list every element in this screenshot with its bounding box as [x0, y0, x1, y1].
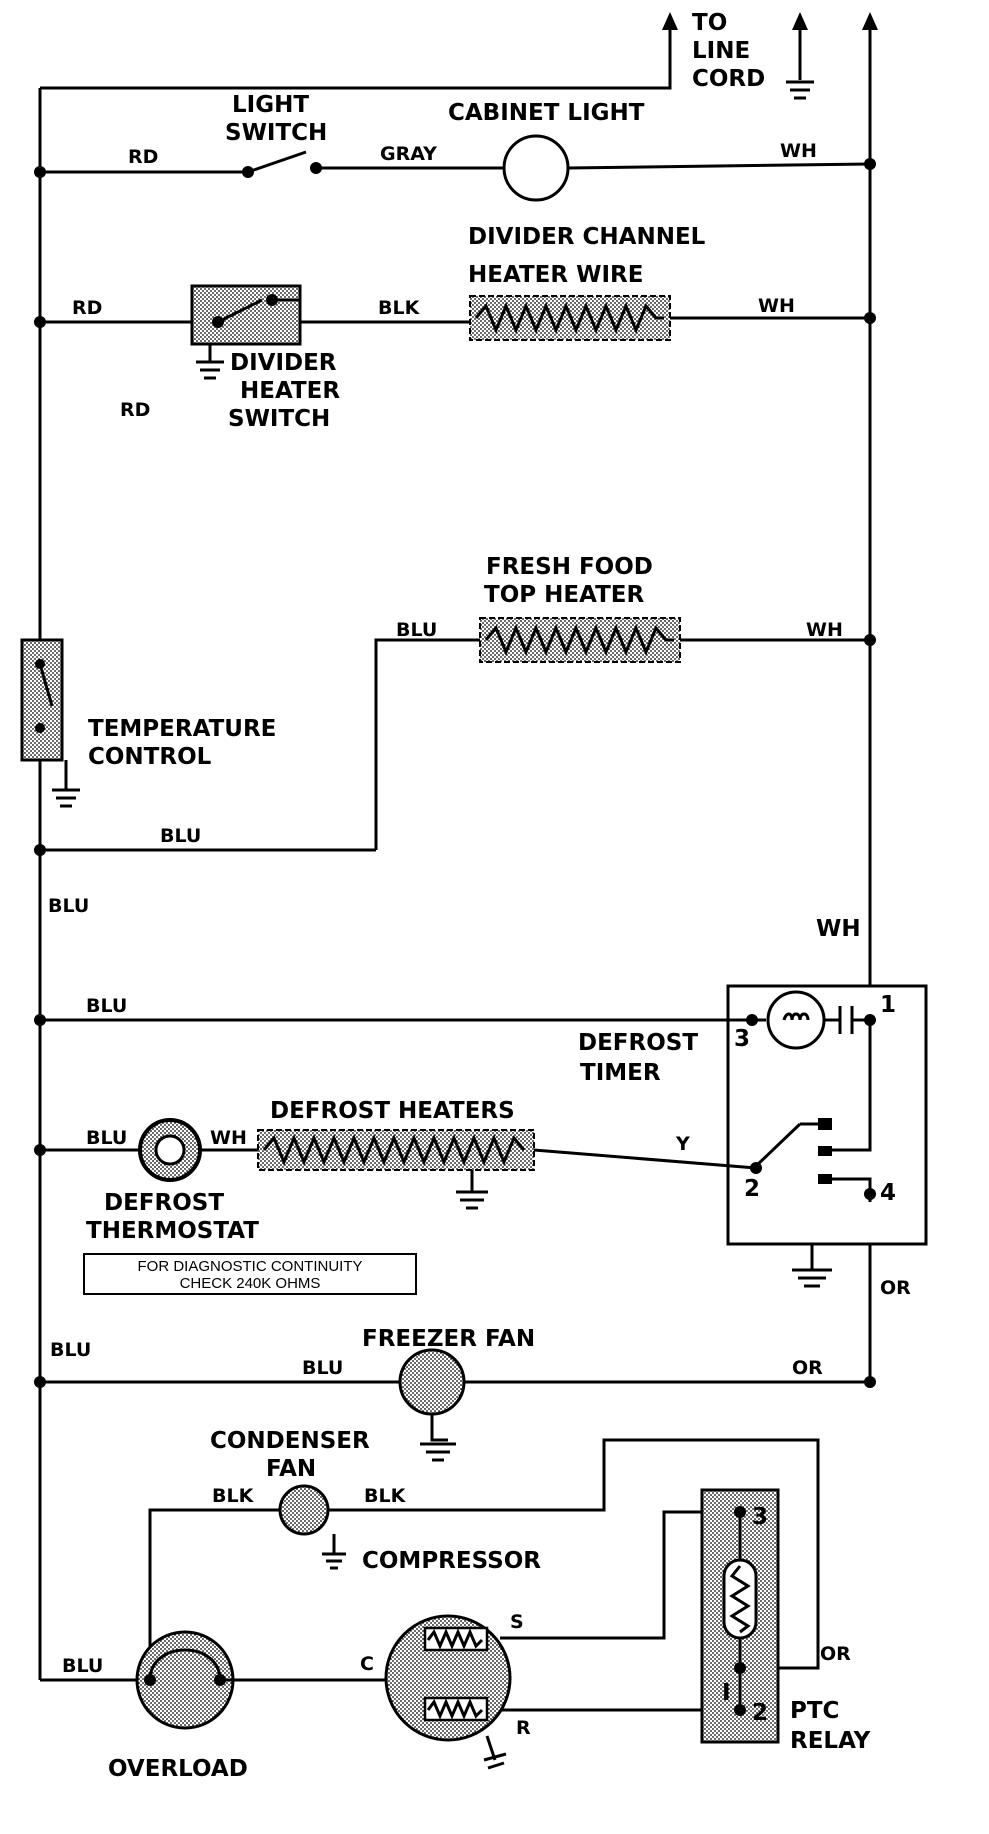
- defrost-thermostat-label-1: DEFROST: [104, 1190, 224, 1216]
- wire-label-rd-3: RD: [120, 399, 150, 421]
- diagnostic-note-box: [83, 1253, 417, 1295]
- condenser-fan-label-2: FAN: [266, 1456, 316, 1482]
- wire-label-wh-3: WH: [806, 619, 843, 641]
- overload-label: OVERLOAD: [108, 1756, 248, 1782]
- light-switch-label-2: SWITCH: [225, 120, 327, 146]
- condenser-fan-circuit: CONDENSER FAN BLK BLK: [148, 1428, 820, 1680]
- wire-label-blu-top: BLU: [396, 619, 437, 641]
- divider-heater-circuit: DIVIDER HEATER SWITCH DIVIDER CHANNEL HE…: [34, 224, 876, 432]
- line-cord-terminals: TO LINE CORD: [40, 10, 878, 1382]
- divider-channel-label-2: HEATER WIRE: [468, 262, 643, 288]
- wire-label-wh-right: WH: [816, 916, 861, 942]
- defrost-timer-box: [726, 984, 928, 1246]
- diagnostic-note-line-2: CHECK 240K OHMS: [180, 1275, 321, 1292]
- wire-label-blu-left-2: BLU: [50, 1339, 91, 1361]
- wire-label-wh: WH: [780, 140, 817, 162]
- compressor-circuit: BLU OR C S R COMPRESSOR OVERLOAD 3 I 2 P…: [40, 1488, 871, 1782]
- line-cord-label-1: TO: [692, 10, 727, 36]
- cabinet-light-label: CABINET LIGHT: [448, 100, 645, 126]
- freezer-fan-label: FREEZER FAN: [362, 1326, 535, 1352]
- compressor-terminal-c: C: [360, 1653, 374, 1675]
- divider-heater-switch-label-3: SWITCH: [228, 406, 330, 432]
- wire-label-or-bottom: OR: [820, 1643, 851, 1665]
- light-switch-label-1: LIGHT: [232, 92, 309, 118]
- defrost-heater-circuit: BLU WH Y DEFROST HEATERS DEFROST THERMOS…: [34, 1098, 757, 1295]
- wire-label-blu-timer: BLU: [86, 995, 127, 1017]
- wire-label-blu-thermo: BLU: [86, 1127, 127, 1149]
- compressor-terminal-s: S: [510, 1611, 524, 1633]
- wire-label-or-fan: OR: [792, 1357, 823, 1379]
- wire-label-blu-mid: BLU: [160, 825, 201, 847]
- line-cord-label-3: CORD: [692, 66, 765, 92]
- cabinet-light-bulb: [502, 134, 570, 202]
- wire-label-wh-thermo: WH: [210, 1127, 247, 1149]
- temperature-control-label-1: TEMPERATURE: [88, 716, 276, 742]
- fresh-food-label-2: TOP HEATER: [484, 582, 644, 608]
- ptc-relay-label-2: RELAY: [790, 1728, 871, 1754]
- wire-label-wh-2: WH: [758, 295, 795, 317]
- temperature-control-label-2: CONTROL: [88, 744, 212, 770]
- ptc-relay-label-1: PTC: [790, 1698, 839, 1724]
- divider-heater-switch-label-1: DIVIDER: [230, 350, 337, 376]
- wire-label-y: Y: [675, 1133, 690, 1155]
- defrost-timer-label-2: TIMER: [580, 1060, 661, 1086]
- defrost-heaters-label: DEFROST HEATERS: [270, 1098, 515, 1124]
- wire-label-rd-2: RD: [72, 297, 102, 319]
- fresh-food-heater-circuit: FRESH FOOD TOP HEATER TEMPERATURE CONTRO…: [20, 554, 876, 942]
- ptc-terminal-1: I: [722, 1680, 731, 1706]
- cabinet-light-circuit: LIGHT SWITCH CABINET LIGHT RD GRAY WH: [34, 92, 876, 202]
- wire-label-blk-right: BLK: [364, 1485, 407, 1507]
- wire-label-blu-bottom: BLU: [62, 1655, 103, 1677]
- wire-label-gray: GRAY: [380, 143, 437, 165]
- temperature-control-box: [20, 638, 64, 762]
- wire-label-blu-fan: BLU: [302, 1357, 343, 1379]
- divider-channel-label-1: DIVIDER CHANNEL: [468, 224, 706, 250]
- ptc-terminal-2: 2: [752, 1700, 768, 1726]
- timer-terminal-1: 1: [880, 992, 896, 1018]
- timer-motor: [766, 990, 826, 1050]
- freezer-fan-motor: [398, 1348, 466, 1416]
- compressor-terminal-r: R: [516, 1717, 531, 1739]
- timer-terminal-2: 2: [744, 1176, 760, 1202]
- timer-terminal-3: 3: [734, 1026, 750, 1052]
- condenser-fan-label-1: CONDENSER: [210, 1428, 370, 1454]
- fresh-food-label-1: FRESH FOOD: [486, 554, 653, 580]
- defrost-timer-label-1: DEFROST: [578, 1030, 698, 1056]
- defrost-thermostat-label-2: THERMOSTAT: [86, 1218, 259, 1244]
- divider-heater-switch-box: [190, 284, 302, 346]
- light-switch-blade: [247, 150, 307, 174]
- defrost-timer: 3 1 2 4 DEFROST TIMER BLU: [34, 984, 928, 1288]
- wire-label-blk: BLK: [378, 297, 421, 319]
- diagnostic-note-line-1: FOR DIAGNOSTIC CONTINUITY: [138, 1258, 363, 1275]
- ptc-thermistor: [722, 1558, 758, 1640]
- wire-label-rd: RD: [128, 146, 158, 168]
- divider-heater-switch-label-2: HEATER: [240, 378, 340, 404]
- compressor-label: COMPRESSOR: [362, 1548, 541, 1574]
- freezer-fan-circuit: FREEZER FAN BLU BLU OR OR: [34, 1277, 911, 1462]
- wire-label-or-right: OR: [880, 1277, 911, 1299]
- ptc-terminal-3: 3: [752, 1504, 768, 1530]
- line-cord-label-2: LINE: [692, 38, 750, 64]
- wire-label-blu-left: BLU: [48, 895, 89, 917]
- wire-label-blk-left: BLK: [212, 1485, 255, 1507]
- timer-terminal-4: 4: [880, 1180, 896, 1206]
- condenser-fan-motor: [278, 1484, 330, 1536]
